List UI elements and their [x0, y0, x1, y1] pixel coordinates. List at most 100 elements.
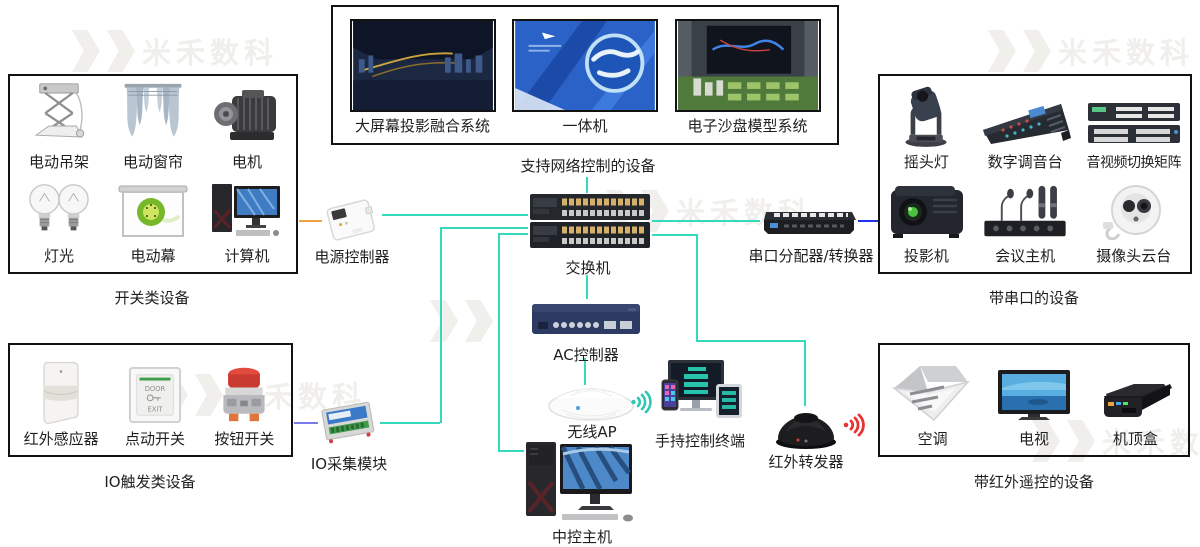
device-label: 灯光 [43, 247, 74, 265]
ir-transmitter-icon [776, 413, 836, 449]
group-ir-devices: 空调 电视 机顶盒 [878, 343, 1190, 457]
device-label: 音视频切换矩阵 [1086, 155, 1181, 171]
device-door-switch: DOOR EXIT 点动开关 [110, 349, 199, 451]
connector-switch-irtransmitter [804, 340, 806, 406]
group-switch-devices: 电动吊架 电动窗帘 电机 灯光 电动幕 计算机 [8, 74, 298, 274]
brand-chevron-icon [465, 300, 493, 342]
connector-switch-host [498, 450, 524, 452]
all-in-one-photo [512, 19, 658, 112]
device-computer: 计算机 [200, 174, 294, 268]
wifi-signal-icon [631, 390, 652, 414]
device-moving-head-light: 摇头灯 [882, 80, 971, 174]
power-controller-icon [326, 199, 375, 241]
device-label: 会议主机 [995, 247, 1056, 265]
projection-fusion-item: 大屏幕投影融合系统 [349, 19, 496, 136]
device-digital-mixer: 数字调音台 [971, 80, 1080, 174]
door-switch-text-exit: EXIT [147, 405, 163, 413]
device-label: 计算机 [224, 247, 270, 265]
sand-table-photo [674, 19, 821, 112]
serial-splitter-icon [764, 212, 856, 234]
watermark: 米禾数科 [988, 30, 1194, 72]
brand-chevron-icon [988, 30, 1016, 72]
device-pir-sensor: 红外感应器 [12, 349, 110, 451]
device-air-conditioner: 空调 [882, 349, 983, 451]
connector-switch-irtransmitter [652, 234, 698, 236]
connector-switch-accontroller [586, 275, 588, 299]
device-projector-lift: 电动吊架 [12, 80, 106, 174]
all-in-one-item: 一体机 [512, 19, 658, 136]
door-switch-icon: DOOR EXIT [128, 367, 182, 423]
connector-switch-splitter [652, 220, 760, 222]
connector-switch-iomodule [440, 227, 442, 423]
wireless-ap-icon [548, 387, 634, 421]
device-lights: 灯光 [12, 174, 106, 268]
push-button-icon [223, 367, 265, 422]
connector-splitter-serialbox [858, 220, 878, 222]
device-label: 电视 [1018, 430, 1049, 448]
device-tv: 电视 [983, 349, 1084, 451]
connector-networkbox-switch [586, 177, 588, 193]
power-controller-label: 电源控制器 [314, 248, 390, 266]
computer-icon [212, 184, 280, 236]
watermark-text: 米禾数科 [1058, 36, 1195, 70]
door-switch-text-door: DOOR [145, 385, 166, 393]
network-switch-icon [530, 194, 650, 248]
brand-chevron-icon [1023, 30, 1051, 72]
serial-splitter-label: 串口分配器/转换器 [748, 247, 874, 265]
sand-table-item: 电子沙盘模型系统 [674, 19, 821, 136]
group-serial-devices: 摇头灯 数字调音台 音视频切换矩阵 投影机 会议主机 摄像头云台 [878, 74, 1192, 274]
brand-chevron-icon [430, 300, 458, 342]
projection-fusion-photo [349, 19, 496, 112]
ptz-camera-icon [1102, 185, 1161, 241]
io-module-label: IO采集模块 [310, 455, 388, 473]
ir-transmitter-label: 红外转发器 [768, 453, 844, 471]
connector-switch-iomodule [440, 227, 528, 229]
connector-switchbox-power [299, 220, 322, 222]
watermark-text: 米禾数科 [142, 36, 279, 70]
network-switch-label: 交换机 [565, 259, 611, 277]
device-push-button: 按钮开关 [200, 349, 289, 451]
connector-accontroller-ap [584, 358, 586, 385]
group-caption-io-devices: IO触发类设备 [104, 473, 196, 491]
pir-sensor-icon [43, 361, 79, 425]
device-projection-screen: 电动幕 [106, 174, 200, 268]
device-electric-curtain: 电动窗帘 [106, 80, 200, 174]
motor-icon [214, 90, 276, 140]
group-caption-serial-devices: 带串口的设备 [988, 289, 1080, 307]
photo-label: 电子沙盘模型系统 [687, 117, 808, 135]
device-projector: 投影机 [882, 174, 971, 268]
device-motor: 电机 [200, 80, 294, 174]
tv-icon [997, 370, 1070, 420]
device-label: 红外感应器 [23, 430, 99, 448]
connector-power-switch [382, 214, 528, 216]
av-matrix-icon [1087, 103, 1180, 143]
projector-lift-icon [34, 83, 85, 138]
connector-switch-irtransmitter [696, 340, 806, 342]
device-label: 按钮开关 [214, 430, 275, 448]
device-label: 摇头灯 [903, 153, 949, 171]
io-module-icon [321, 401, 375, 444]
device-label: 点动开关 [124, 430, 185, 448]
device-label: 电动吊架 [28, 153, 89, 171]
device-label: 数字调音台 [987, 153, 1063, 171]
moving-head-light-icon [905, 86, 947, 147]
ir-signal-icon [843, 413, 865, 437]
ac-controller-label: AC控制器 [553, 346, 619, 364]
device-label: 电动幕 [130, 247, 176, 265]
digital-mixer-icon [983, 104, 1072, 144]
group-caption-switch-devices: 开关类设备 [114, 289, 190, 307]
wireless-ap-label: 无线AP [567, 423, 617, 441]
air-conditioner-icon [891, 366, 970, 422]
connector-switch-host [498, 233, 500, 451]
connector-switch-irtransmitter [696, 234, 698, 342]
device-label: 机顶盒 [1112, 430, 1158, 448]
light-bulbs-icon [29, 184, 89, 231]
device-ptz-camera: 摄像头云台 [1079, 174, 1188, 268]
group-network-devices: 大屏幕投影融合系统 一体机 电子沙盘模型系统 [331, 5, 839, 145]
central-host-label: 中控主机 [551, 528, 613, 546]
photo-label: 大屏幕投影融合系统 [354, 117, 490, 135]
curtain-icon [124, 83, 182, 137]
ac-controller-icon [532, 304, 640, 334]
group-caption-ir-devices: 带红外遥控的设备 [973, 473, 1095, 491]
connector-switch-iomodule [380, 422, 440, 424]
